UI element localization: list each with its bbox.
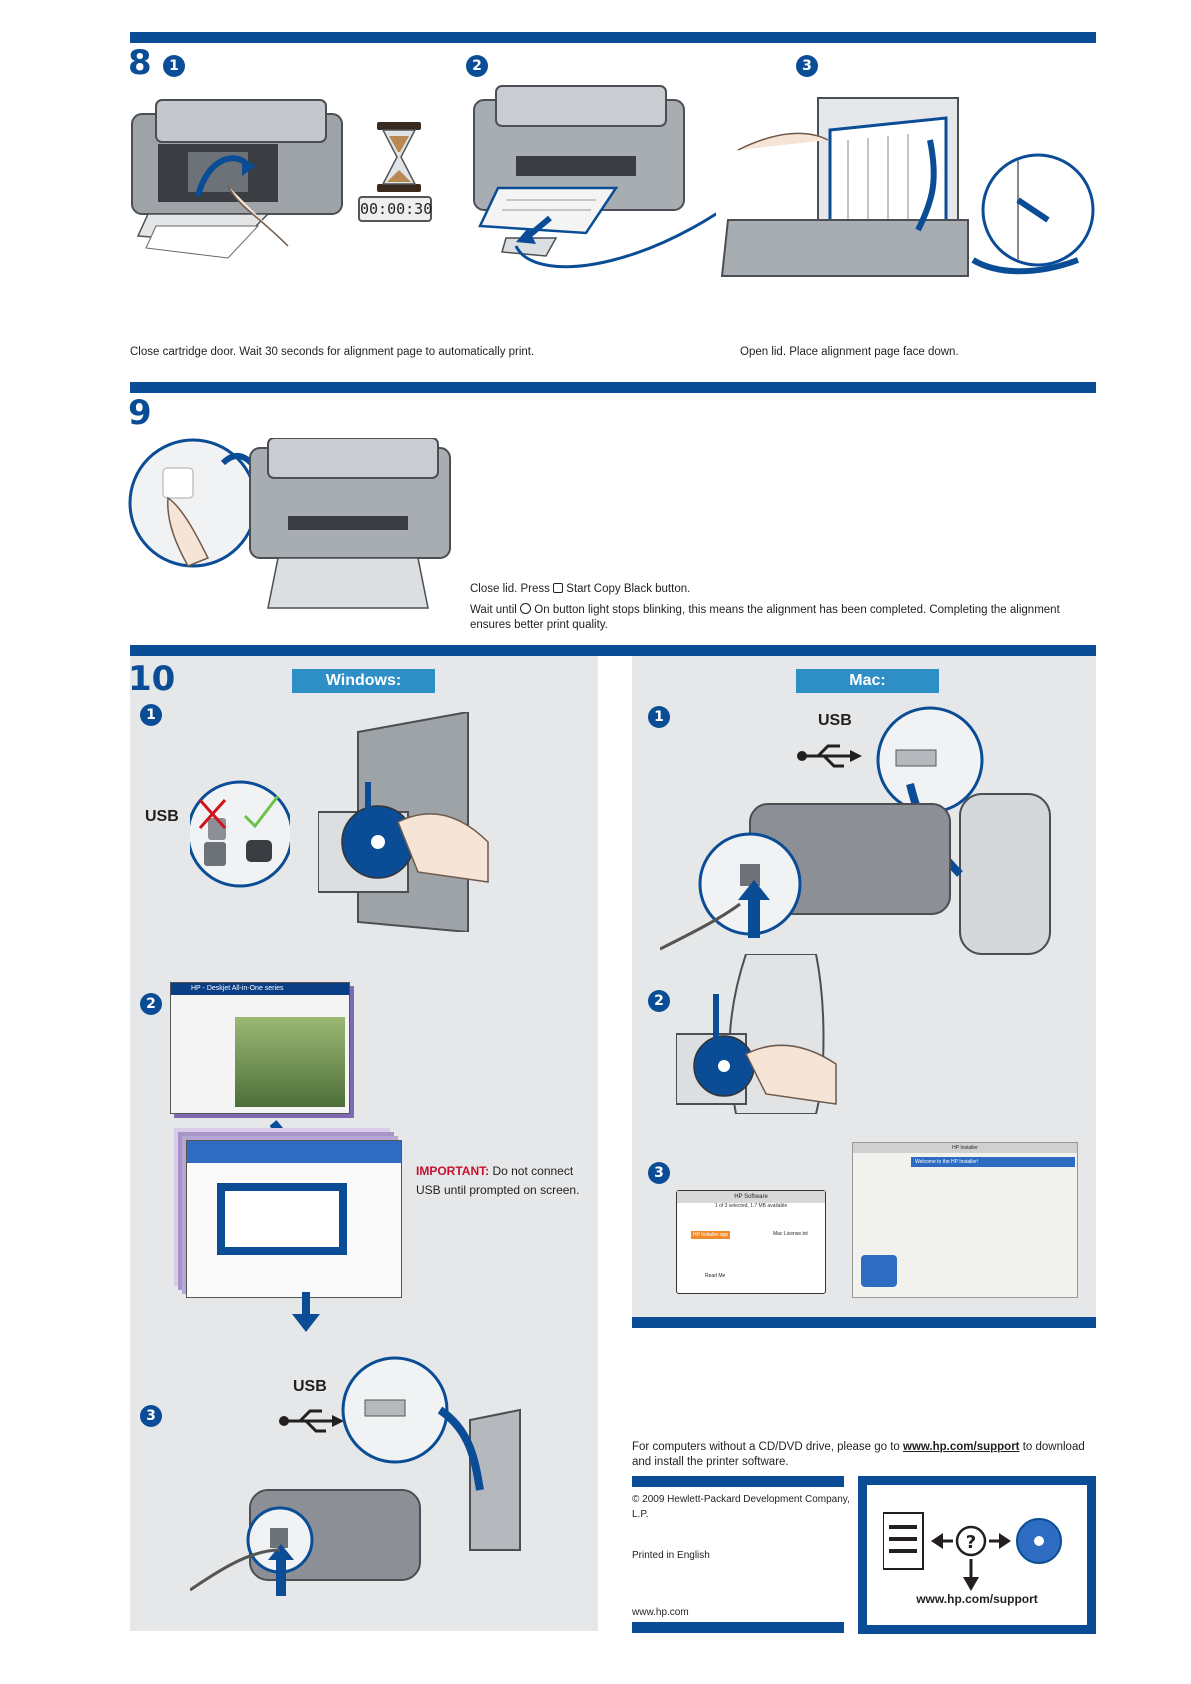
step8-number: 8 [128,43,152,83]
step9-number: 9 [128,393,152,433]
windows-install-dialog: HP - Deskjet All-in-One series [170,982,350,1114]
website-text: www.hp.com [632,1607,689,1618]
mac-sub1: 1 [648,706,670,728]
start-copy-black-icon [553,583,564,593]
usb-symbol-mac [797,744,862,768]
windows-usb-label-1: USB [145,808,179,825]
installer-titlebar: HP Installer [853,1143,1077,1153]
windows-usb-label-3: USB [293,1378,327,1395]
mac-finder-window: HP Software 1 of 3 selected, 1.7 MB avai… [676,1190,826,1294]
support-link-inline[interactable]: www.hp.com/support [903,1441,1020,1453]
mac-bottom-bar [632,1317,1096,1328]
important-text: Do not connect USB until prompted on scr… [416,1164,580,1197]
step8-sub3: 3 [796,55,818,77]
usb-connect-mac-illustration [660,706,1051,955]
windows-dialog-stack [186,1140,402,1298]
step9-caption-1a: Close lid. Press [470,583,550,595]
no-cd-text-2: to download and install the printer soft… [632,1441,1085,1468]
step8-caption-left: Close cartridge door. Wait 30 seconds fo… [130,346,535,358]
footer-bar-bottom [632,1622,844,1633]
step8-caption-right: Open lid. Place alignment page face down… [740,346,959,358]
step9-top-bar [130,382,1096,393]
windows-sub3: 3 [140,1405,162,1427]
no-cd-text: For computers without a CD/DVD drive, pl… [632,1440,1096,1470]
no-cd-text-1: For computers without a CD/DVD drive, pl… [632,1441,900,1453]
step9-caption-1: Close lid. Press Start Copy Black button… [470,582,1090,597]
question-icon [955,1525,987,1557]
windows-sub1: 1 [140,704,162,726]
step8-sub1: 1 [163,55,185,77]
hourglass-icon [377,122,421,192]
copyright-text: © 2009 Hewlett-Packard Development Compa… [632,1494,850,1520]
step8-top-bar [130,32,1096,43]
step9-caption-2a: Wait until [470,604,517,616]
usb-connect-windows-illustration [190,1356,521,1596]
windows-label: Windows: [292,669,435,693]
insert-cd-mac-illustration [676,954,837,1114]
finder-status: 1 of 3 selected, 1.7 MB available [714,1203,788,1209]
step9-caption-2b: On button light stops blinking, this mea… [470,604,1060,631]
power-button-icon [520,603,532,614]
support-box: ? www.hp.com/support [858,1476,1096,1634]
footer-bar-top [632,1476,844,1487]
step9-caption-2: Wait until On button light stops blinkin… [470,603,1096,633]
press-button-illustration [128,438,451,609]
mac-sub2: 2 [648,990,670,1012]
printer-cartridge-door-illustration [131,99,343,259]
finder-file-license: Mac License.txt [773,1231,808,1237]
important-label: IMPORTANT: [416,1164,490,1178]
step10-number: 10 [128,659,176,699]
usb-symbol-windows [279,1409,344,1433]
printer-alignment-page-illustration [473,85,716,269]
usb-connect-frame [217,1183,347,1255]
important-note: IMPORTANT: Do not connect USB until prom… [416,1162,596,1200]
mac-label: Mac: [796,669,939,693]
dialog-photo [235,1017,345,1107]
mac-sub3: 3 [648,1162,670,1184]
installer-header: Welcome to the HP Installer! [911,1157,1075,1167]
finder-titlebar: HP Software [677,1191,825,1203]
usb-port-illustration [190,780,290,888]
step8-sub2: 2 [466,55,488,77]
finder-file-installer: HP Installer.app [691,1231,731,1239]
step9-caption-1b: Start Copy Black button. [566,583,691,595]
dialog-titlebar: HP - Deskjet All-in-One series [171,983,349,995]
stack-header [187,1141,401,1163]
finder-file-readme: Read Me [705,1273,726,1279]
support-diagram: ? [883,1512,1062,1591]
mac-usb-label: USB [818,712,852,729]
timer-display: 00:00:30 [358,196,432,222]
svg-text:?: ? [966,1532,976,1553]
mac-installer-window: HP Installer Welcome to the HP Installer… [852,1142,1078,1298]
insert-cd-windows-illustration [318,712,489,932]
printed-text: Printed in English [632,1550,710,1561]
arrow-down-2 [292,1292,320,1332]
support-url[interactable]: www.hp.com/support [916,1592,1038,1606]
step10-top-bar [130,645,1096,656]
hp-logo-icon [861,1255,897,1287]
windows-sub2: 2 [140,993,162,1015]
scanner-lid-open-illustration [720,97,1095,277]
timer-text: 00:00:30 [360,200,433,218]
